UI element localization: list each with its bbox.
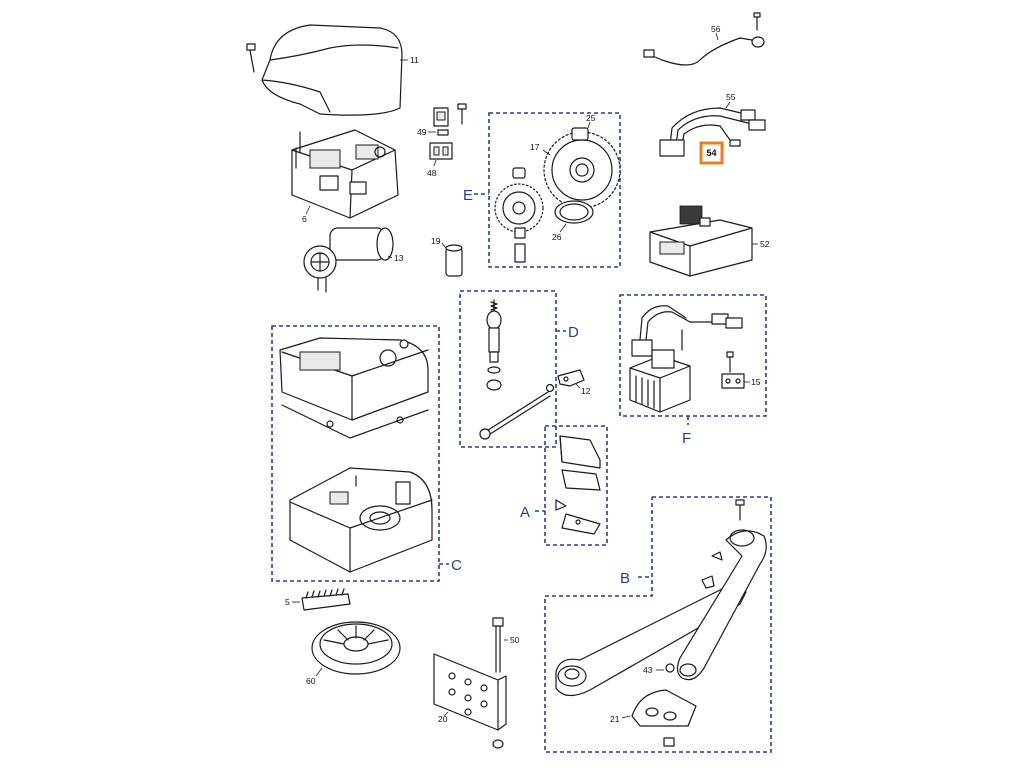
part-label-6: 6	[302, 214, 307, 224]
part-label-48: 48	[427, 168, 437, 178]
arm-assembly-b: 43 21	[555, 499, 767, 747]
group-b-label: B	[620, 570, 630, 587]
control-box-part: 6	[291, 129, 399, 224]
cover-part: 11	[246, 24, 419, 116]
part-label-60: 60	[306, 676, 316, 686]
cable-part-56: 56	[643, 12, 765, 66]
part-label-26: 26	[552, 232, 562, 242]
group-d-label: D	[568, 324, 579, 341]
group-e-label: E	[463, 187, 473, 204]
receiver-board-part: 52	[649, 205, 770, 277]
cable-harness-part-55: 55	[659, 92, 766, 157]
group-f-box: F	[619, 294, 767, 447]
group-d-box: D	[459, 290, 579, 448]
part-label-15: 15	[751, 377, 761, 387]
part-label-50: 50	[510, 635, 520, 645]
part-label-54: 54	[706, 148, 716, 158]
group-e-box: E	[463, 112, 621, 268]
transformer-assembly: 15	[629, 305, 761, 413]
part-label-19: 19	[431, 236, 441, 246]
spacer-part: 19	[431, 236, 463, 277]
release-shaft-assembly	[479, 299, 555, 440]
rack-part-5: 5	[285, 588, 351, 611]
housing-assembly	[279, 337, 433, 573]
part-label-52: 52	[760, 239, 770, 249]
part-label-21: 21	[610, 714, 620, 724]
highlighted-part-54[interactable]: 54	[699, 141, 724, 165]
group-a-label: A	[520, 504, 530, 521]
group-a-box: A	[520, 425, 608, 546]
part-label-11: 11	[410, 55, 419, 65]
part-label-5: 5	[285, 597, 290, 607]
group-c-label: C	[451, 557, 462, 574]
group-f-label: F	[682, 430, 691, 447]
part-label-49: 49	[417, 127, 427, 137]
group-b-box: B	[544, 496, 772, 753]
part-label-55: 55	[726, 92, 736, 102]
part-label-43: 43	[643, 665, 653, 675]
part-label-13: 13	[394, 253, 404, 263]
part-label-12: 12	[581, 386, 591, 396]
bracket-set-a	[555, 435, 601, 535]
part-label-20: 20	[438, 714, 448, 724]
part-label-56: 56	[711, 24, 721, 34]
plug-parts: 49 48	[417, 103, 467, 178]
part-label-17: 17	[530, 142, 540, 152]
wheel-part-60: 60	[306, 621, 401, 686]
bracket-part-12: 12	[557, 369, 591, 396]
gear-assembly: 25 17 26	[494, 113, 621, 263]
mounting-plate-part-20: 50 20	[433, 617, 520, 749]
motor-part: 13	[303, 227, 404, 293]
group-c-box: C	[271, 325, 462, 582]
part-label-25: 25	[586, 113, 596, 123]
